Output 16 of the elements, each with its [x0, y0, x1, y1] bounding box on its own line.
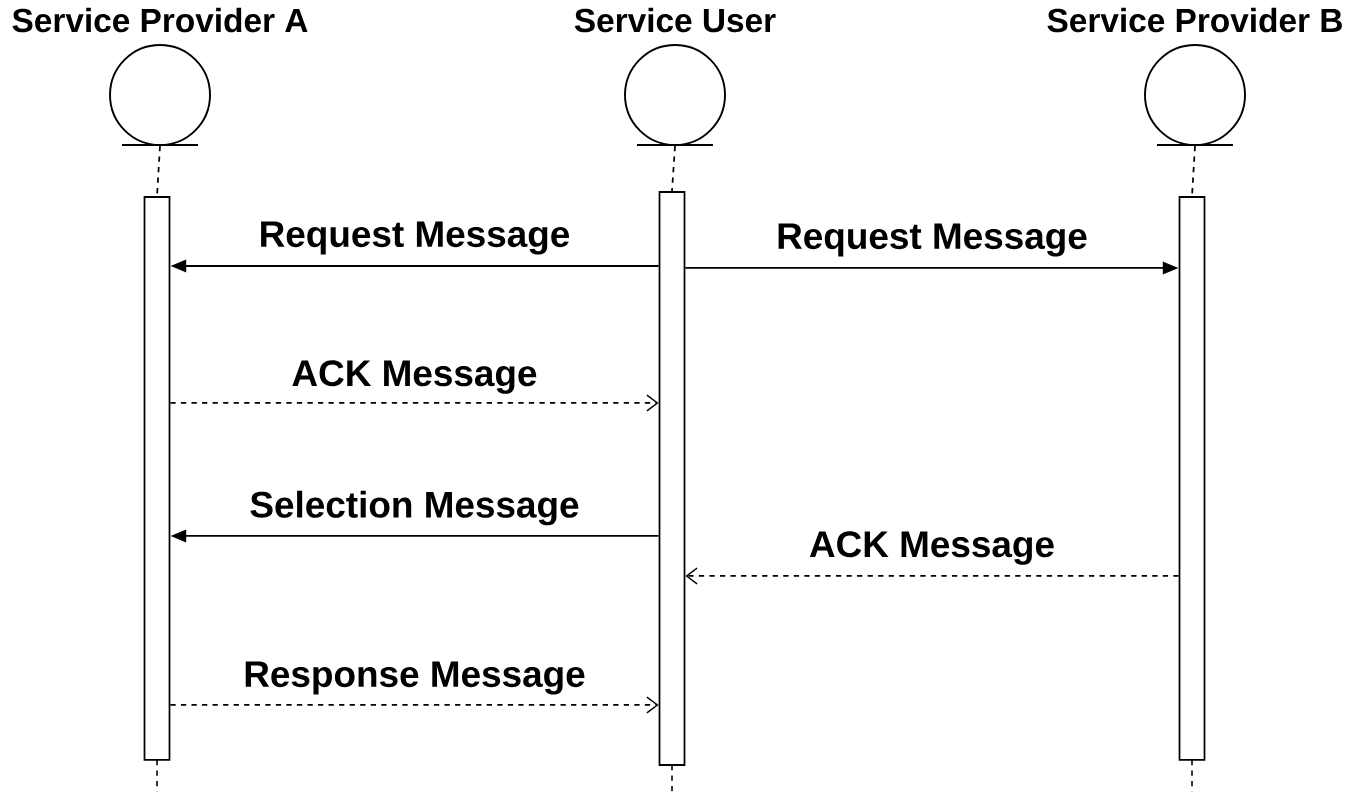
message-label: ACK Message [289, 358, 540, 396]
message-arrow [169, 394, 659, 412]
activation-bar [143, 196, 171, 761]
message-label: Selection Message [247, 488, 582, 528]
message-label: Request Message [774, 221, 1090, 259]
message-label: Response Message [241, 659, 588, 697]
actor-label: Service User [574, 7, 776, 33]
message-label: ACK Message [807, 529, 1057, 567]
activation-bar [658, 191, 686, 766]
message-label: Request Message [256, 219, 573, 257]
lifeline [671, 145, 676, 192]
activation-bar [1178, 196, 1206, 761]
actor-label: Service Provider B [1047, 7, 1342, 33]
message-arrow [169, 696, 659, 714]
message-arrow [685, 567, 1180, 585]
actor-label: Service Provider A [12, 7, 308, 33]
